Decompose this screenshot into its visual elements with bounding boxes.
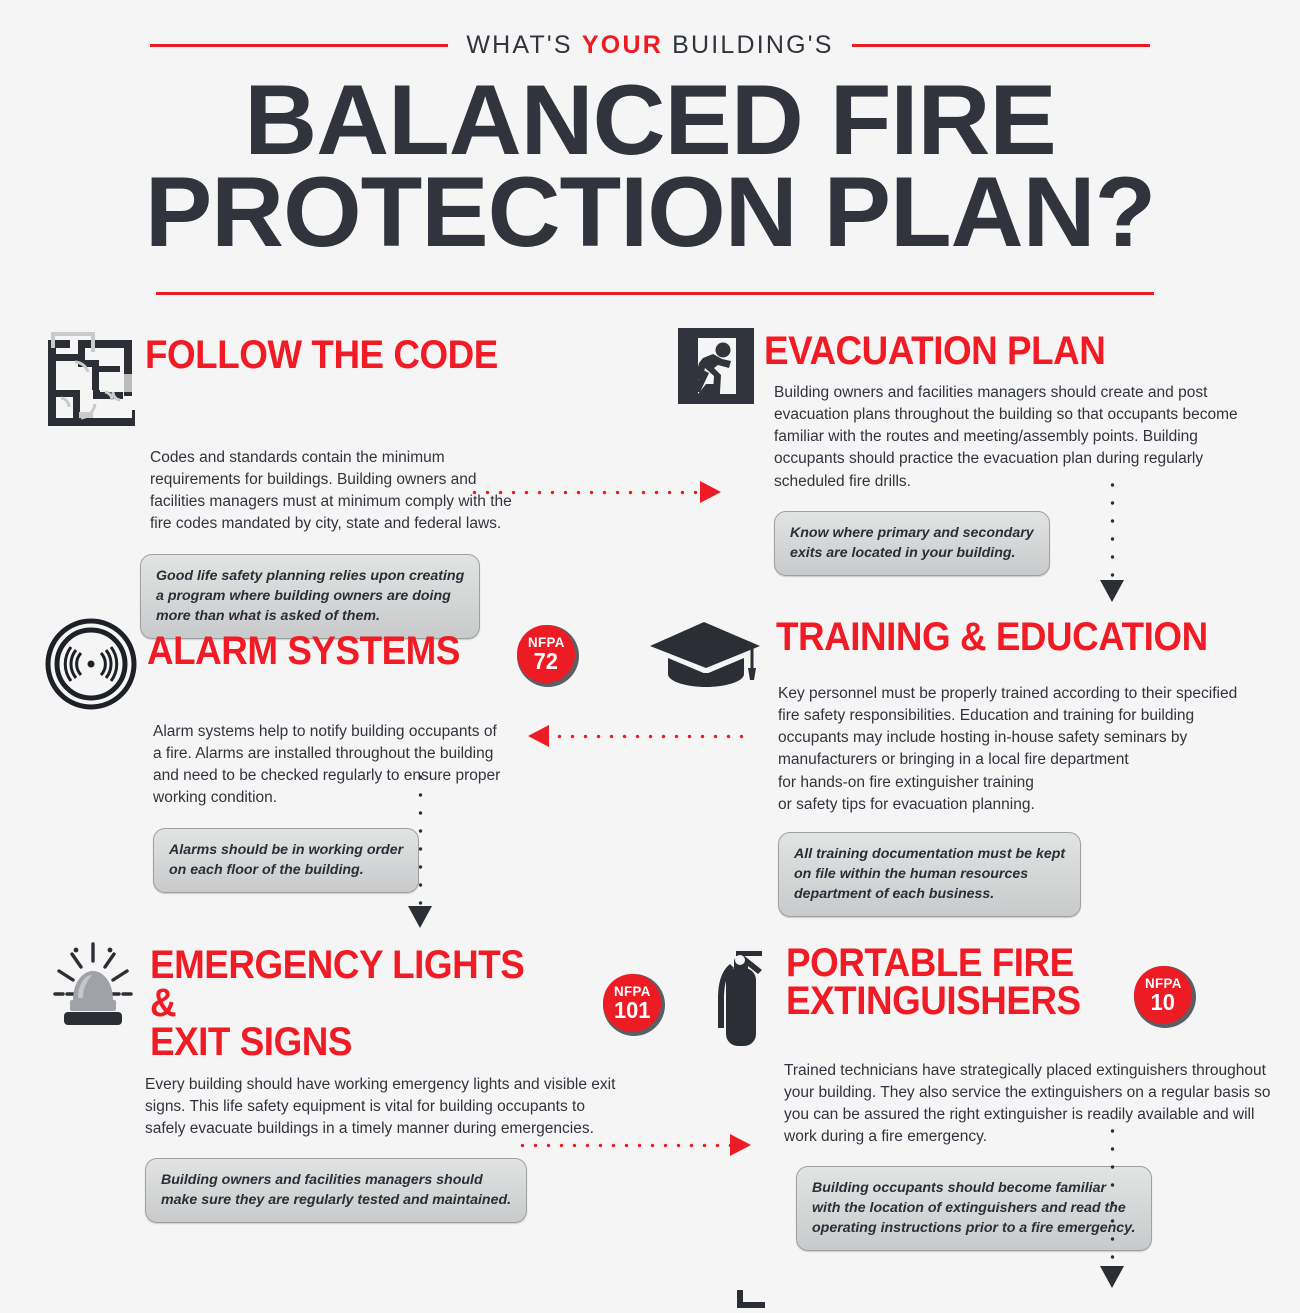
nfpa-badge-org: NFPA bbox=[527, 634, 565, 650]
section-title-follow-the-code: FOLLOW THE CODE bbox=[145, 333, 498, 377]
title-divider-rule bbox=[156, 292, 1154, 295]
section-portable-fire-extinguishers: PORTABLE FIRE EXTINGUISHERS NFPA 10 Trai… bbox=[706, 938, 1286, 1252]
nfpa-badge-code: 10 bbox=[1151, 989, 1176, 1015]
page-title-line-2: PROTECTION PLAN? bbox=[144, 156, 1156, 268]
connector-arrow-evacuation-to-training bbox=[1100, 580, 1124, 602]
section-body-portable-fire-extinguishers: Trained technicians have strategically p… bbox=[784, 1062, 1271, 1146]
kicker-post: BUILDING'S bbox=[662, 30, 834, 59]
section-body-training-and-education: Key personnel must be properly trained a… bbox=[778, 685, 1238, 813]
section-header-portable-fire-extinguishers: PORTABLE FIRE EXTINGUISHERS NFPA 10 bbox=[706, 938, 1286, 1055]
callout-training-and-education: All training documentation must be kept … bbox=[778, 831, 1082, 918]
connector-dots-training-to-alarm bbox=[553, 734, 751, 739]
nfpa-badge-code: 72 bbox=[534, 648, 559, 674]
graduation-cap-icon bbox=[648, 618, 766, 695]
section-header-emergency-lights: EMERGENCY LIGHTS & EXIT SIGNS NFPA 101 bbox=[45, 938, 665, 1064]
nfpa-badge-101: NFPA 101 bbox=[603, 974, 665, 1036]
nfpa-badge-disc: NFPA 72 bbox=[517, 625, 576, 683]
page-title: BALANCED FIRE PROTECTION PLAN? bbox=[109, 64, 1190, 268]
next-section-icon-partial bbox=[735, 1288, 775, 1313]
connector-dots-evacuation-to-training bbox=[1110, 476, 1115, 582]
kicker-rule-left bbox=[150, 43, 449, 47]
section-title-emergency-lights: EMERGENCY LIGHTS & EXIT SIGNS bbox=[150, 943, 525, 1064]
callout-emergency-lights: Building owners and facilities managers … bbox=[145, 1157, 528, 1223]
section-title-evacuation-plan: EVACUATION PLAN bbox=[764, 329, 1106, 373]
kicker-text: WHAT'S YOUR BUILDING'S bbox=[466, 31, 833, 60]
connector-arrow-training-to-alarm bbox=[528, 725, 549, 747]
nfpa-badge-code: 101 bbox=[613, 997, 651, 1023]
section-title-portable-fire-extinguishers: PORTABLE FIRE EXTINGUISHERS bbox=[786, 941, 1081, 1024]
connector-arrow-code-to-evacuation bbox=[700, 481, 721, 503]
section-title-training-and-education: TRAINING & EDUCATION bbox=[776, 615, 1208, 659]
connector-dots-extinguishers-to-next bbox=[1110, 1122, 1115, 1270]
section-header-follow-the-code: FOLLOW THE CODE bbox=[45, 330, 605, 433]
section-alarm-systems: ALARM SYSTEMS NFPA 72 Alarm systems help… bbox=[45, 618, 605, 893]
section-title-alarm-systems: ALARM SYSTEMS bbox=[147, 629, 460, 673]
emergency-beacon-icon bbox=[45, 938, 140, 1035]
nfpa-badge-org: NFPA bbox=[613, 983, 651, 999]
section-body-alarm-systems: Alarm systems help to notify building oc… bbox=[153, 723, 501, 807]
section-training-and-education: TRAINING & EDUCATION Key personnel must … bbox=[648, 615, 1268, 918]
section-follow-the-code: FOLLOW THE CODE Codes and standards cont… bbox=[45, 330, 605, 640]
callout-alarm-systems: Alarms should be in working order on eac… bbox=[153, 827, 420, 893]
exit-sign-icon bbox=[678, 328, 754, 409]
floor-plan-icon bbox=[45, 330, 140, 433]
nfpa-badge-disc: NFPA 101 bbox=[603, 974, 661, 1032]
nfpa-badge-disc: NFPA 10 bbox=[1134, 966, 1193, 1024]
callout-evacuation-plan: Know where primary and secondary exits a… bbox=[774, 510, 1050, 577]
kicker-rule-right bbox=[851, 43, 1151, 47]
section-header-alarm-systems: ALARM SYSTEMS NFPA 72 bbox=[45, 618, 605, 715]
section-header-evacuation-plan: EVACUATION PLAN bbox=[678, 328, 1258, 409]
section-body-evacuation-plan: Building owners and facilities managers … bbox=[774, 384, 1238, 490]
connector-dots-emergency-to-extinguishers bbox=[516, 1143, 738, 1148]
connector-arrow-alarm-to-emergency bbox=[408, 906, 432, 928]
nfpa-badge-10: NFPA 10 bbox=[1134, 966, 1197, 1028]
smoke-alarm-icon bbox=[45, 618, 137, 715]
section-header-training-and-education: TRAINING & EDUCATION bbox=[648, 615, 1268, 695]
callout-follow-the-code: Good life safety planning relies upon cr… bbox=[140, 553, 481, 640]
section-body-emergency-lights: Every building should have working emerg… bbox=[145, 1076, 616, 1138]
section-body-follow-the-code: Codes and standards contain the minimum … bbox=[150, 449, 512, 533]
kicker-row: WHAT'S YOUR BUILDING'S bbox=[150, 28, 1151, 62]
connector-dots-code-to-evacuation bbox=[468, 490, 708, 495]
kicker-highlight: YOUR bbox=[581, 30, 663, 59]
connector-arrow-emergency-to-extinguishers bbox=[730, 1134, 751, 1156]
kicker-pre: WHAT'S bbox=[466, 30, 582, 59]
connector-arrow-extinguishers-to-next bbox=[1100, 1266, 1124, 1288]
page-title-line-1: BALANCED FIRE bbox=[244, 64, 1056, 175]
fire-extinguisher-icon bbox=[706, 938, 776, 1055]
callout-portable-fire-extinguishers: Building occupants should become familia… bbox=[796, 1165, 1152, 1252]
section-emergency-lights-and-exit-signs: EMERGENCY LIGHTS & EXIT SIGNS NFPA 101 E… bbox=[45, 938, 665, 1223]
nfpa-badge-org: NFPA bbox=[1144, 975, 1182, 991]
nfpa-badge-72: NFPA 72 bbox=[517, 625, 580, 687]
section-evacuation-plan: EVACUATION PLAN Building owners and faci… bbox=[678, 328, 1258, 577]
connector-dots-alarm-to-emergency bbox=[418, 768, 423, 910]
